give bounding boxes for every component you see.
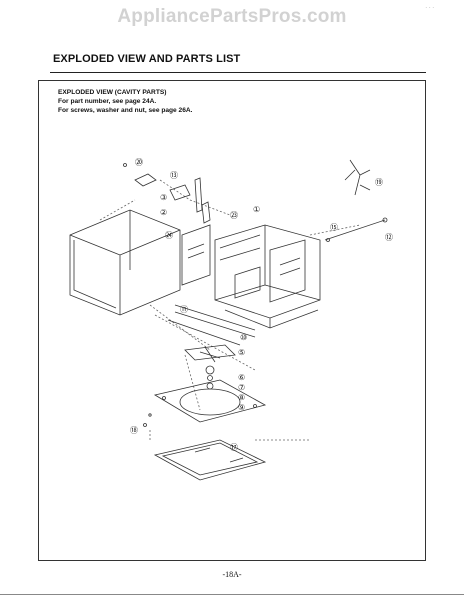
callout-19: ⑲	[375, 178, 383, 187]
top-brackets	[134, 173, 211, 224]
back-plate	[181, 224, 211, 286]
glass-tray	[153, 439, 267, 481]
bottom-plate	[153, 379, 267, 423]
support-rails	[167, 304, 256, 346]
small-screws	[123, 163, 152, 427]
callout-2: ②	[160, 208, 167, 217]
page-number: -18A-	[222, 570, 242, 579]
wire-harness	[344, 159, 371, 196]
page-title: EXPLODED VIEW AND PARTS LIST	[53, 53, 241, 65]
callout-12: ⑫	[385, 233, 393, 242]
callout-8: ⑧	[238, 393, 245, 402]
caption-line-1: For part number, see page 24A.	[58, 98, 157, 105]
diagram-caption: EXPLODED VIEW (CAVITY PARTS) For part nu…	[58, 88, 193, 115]
callout-9: ⑨	[238, 403, 245, 412]
callout-7: ⑦	[238, 383, 245, 392]
diagram-frame	[38, 80, 426, 561]
caption-heading: EXPLODED VIEW (CAVITY PARTS)	[58, 89, 167, 96]
exploded-view-diagram: ⑳ ⑬ ③ ② ㉓ ① ㉔ ⑪ ⑩ ⑤ ⑥ ⑦ ⑧ ⑨ ⑱ ⑰ ⑮ ⑫ ⑲	[69, 158, 393, 481]
bottom-rule	[0, 594, 464, 595]
title-divider	[50, 72, 426, 73]
callout-5: ⑤	[238, 348, 245, 357]
callout-24: ㉔	[165, 231, 173, 240]
callout-23: ㉓	[230, 211, 238, 220]
oven-cavity	[214, 224, 321, 329]
callout-6: ⑥	[238, 373, 245, 382]
callout-1: ①	[253, 205, 260, 214]
callout-18: ⑱	[130, 426, 138, 435]
callout-13: ⑬	[170, 171, 178, 180]
callout-11: ⑪	[180, 305, 188, 314]
corner-mark: · · ·	[425, 4, 434, 12]
cabinet-shell	[69, 209, 181, 316]
rod-assembly	[324, 217, 388, 242]
callout-3: ③	[160, 193, 167, 202]
callout-17: ⑰	[230, 443, 238, 452]
callout-10: ⑩	[240, 333, 247, 342]
caption-line-2: For screws, washer and nut, see page 26A…	[58, 107, 193, 114]
callout-20: ⑳	[135, 158, 143, 167]
watermark: AppliancePartsPros.com	[117, 6, 347, 27]
callout-15: ⑮	[330, 223, 338, 232]
